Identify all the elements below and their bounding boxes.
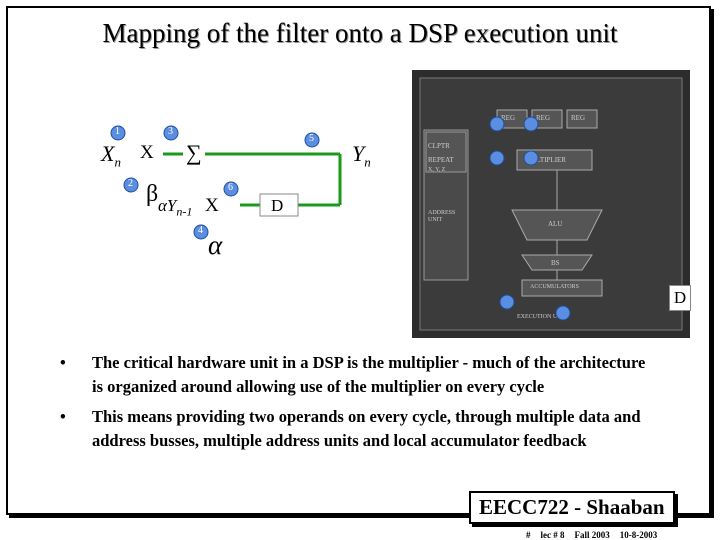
marker-5-label: 5 [309,133,314,144]
output-yn: Yn [352,141,371,170]
bullet-list: •The critical hardware unit in a DSP is … [60,351,660,459]
bullet-item: •The critical hardware unit in a DSP is … [60,351,660,399]
multiplier-symbol-2: X [205,195,219,217]
marker-6-label: 6 [228,182,233,193]
delay-symbol-right: D [669,285,691,311]
marker-1-label: 1 [115,126,120,137]
input-xn: Xn [101,141,121,170]
marker-photo-5 [500,295,514,309]
marker-photo-2 [524,117,538,131]
course-badge: EECC722 - Shaaban [469,491,675,524]
bullet-item: •This means providing two operands on ev… [60,405,660,453]
marker-photo-1 [490,117,504,131]
beta-symbol: β [146,181,158,208]
marker-2-label: 2 [128,178,133,189]
multiplier-symbol-1: X [140,142,154,164]
marker-photo-3 [490,151,504,165]
alpha-symbol: α [208,230,222,261]
marker-3-label: 3 [168,126,173,137]
marker-4-label: 4 [198,225,203,236]
marker-photo-6 [556,306,570,320]
delay-symbol: D [271,196,283,216]
marker-photo-4 [524,151,538,165]
sum-symbol: ∑ [186,140,202,166]
alpha-y-term: αYn-1 [158,196,192,219]
